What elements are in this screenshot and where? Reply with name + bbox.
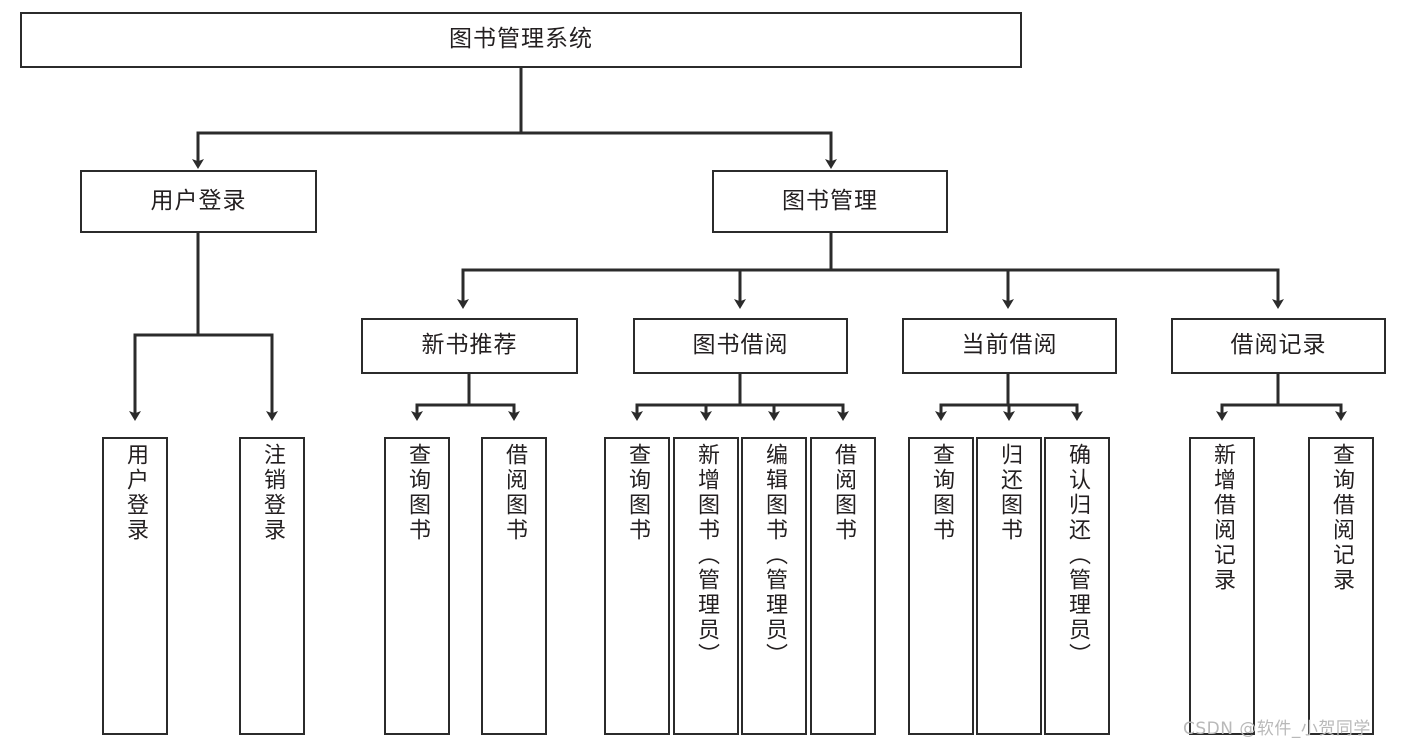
node-new-book-recommendation[interactable]: 新书推荐 <box>361 318 578 374</box>
node-borrowing-records[interactable]: 借阅记录 <box>1171 318 1386 374</box>
leaf-query-books-borrowing[interactable]: 查询图书 <box>604 437 670 735</box>
node-label: 注销登录 <box>260 443 285 543</box>
node-current-borrowing[interactable]: 当前借阅 <box>902 318 1117 374</box>
leaf-borrow-books-recommendation[interactable]: 借阅图书 <box>481 437 547 735</box>
leaf-query-books-current[interactable]: 查询图书 <box>908 437 974 735</box>
node-label: 确认归还（管理员） <box>1065 443 1090 668</box>
leaf-borrow-books-borrowing[interactable]: 借阅图书 <box>810 437 876 735</box>
node-label: 新书推荐 <box>421 332 518 359</box>
node-label: 查询借阅记录 <box>1329 443 1354 593</box>
node-label: 新增借阅记录 <box>1210 443 1235 593</box>
node-root-book-management-system[interactable]: 图书管理系统 <box>20 12 1022 68</box>
node-label: 查询图书 <box>929 443 954 543</box>
node-label: 图书借阅 <box>692 332 789 359</box>
node-book-management[interactable]: 图书管理 <box>712 170 948 233</box>
leaf-add-borrowing-record[interactable]: 新增借阅记录 <box>1189 437 1255 735</box>
leaf-edit-book-admin[interactable]: 编辑图书（管理员） <box>741 437 807 735</box>
node-label: 新增图书（管理员） <box>694 443 719 668</box>
leaf-query-borrowing-record[interactable]: 查询借阅记录 <box>1308 437 1374 735</box>
node-book-borrowing[interactable]: 图书借阅 <box>633 318 848 374</box>
node-label: 查询图书 <box>625 443 650 543</box>
node-label: 借阅记录 <box>1230 332 1327 359</box>
leaf-user-login[interactable]: 用户登录 <box>102 437 168 735</box>
node-label: 查询图书 <box>405 443 430 543</box>
node-label: 编辑图书（管理员） <box>762 443 787 668</box>
leaf-query-books-recommendation[interactable]: 查询图书 <box>384 437 450 735</box>
leaf-add-book-admin[interactable]: 新增图书（管理员） <box>673 437 739 735</box>
node-label: 借阅图书 <box>502 443 527 543</box>
node-label: 用户登录 <box>123 443 148 543</box>
leaf-confirm-return-admin[interactable]: 确认归还（管理员） <box>1044 437 1110 735</box>
node-label: 当前借阅 <box>961 332 1058 359</box>
leaf-return-books[interactable]: 归还图书 <box>976 437 1042 735</box>
node-label: 图书管理 <box>782 187 878 214</box>
node-label: 归还图书 <box>997 443 1022 543</box>
leaf-logout[interactable]: 注销登录 <box>239 437 305 735</box>
node-label: 借阅图书 <box>831 443 856 543</box>
node-label: 用户登录 <box>150 187 247 214</box>
node-user-login[interactable]: 用户登录 <box>80 170 317 233</box>
node-label: 图书管理系统 <box>449 26 593 53</box>
